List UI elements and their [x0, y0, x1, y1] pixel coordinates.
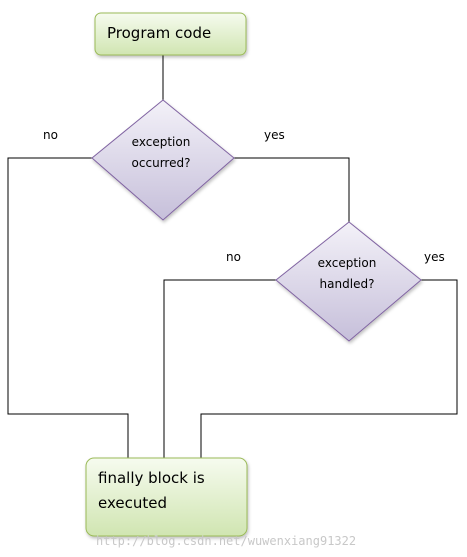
exception-handled-line-2: handled? — [320, 277, 375, 291]
finally-block-box — [85, 457, 248, 537]
finally-block-line-2: executed — [98, 494, 167, 512]
exception-occurred-diamond — [91, 99, 235, 221]
edge-label-occurred-no: no — [43, 128, 58, 142]
exception-handled-diamond — [275, 221, 422, 342]
edge-label-handled-no: no — [226, 250, 241, 264]
finally-block-node: finally block is executed — [85, 457, 248, 537]
exception-handled-node: exception handled? — [275, 221, 422, 342]
program-code-box — [94, 12, 247, 56]
edge-label-handled-yes: yes — [424, 250, 445, 264]
program-code-label: Program code — [107, 24, 211, 42]
exception-handled-line-1: exception — [318, 256, 377, 270]
connectors — [7, 55, 458, 458]
edge-label-occurred-yes: yes — [264, 128, 285, 142]
connector-handled-no — [163, 279, 276, 458]
connector-handled-yes — [200, 279, 458, 458]
exception-occurred-line-1: exception — [132, 135, 191, 149]
watermark-text: http://blog.csdn.net/wuwenxiang91322 — [96, 534, 356, 548]
connector-occurred-yes — [234, 157, 350, 222]
exception-occurred-node: exception occurred? — [91, 99, 235, 221]
program-code-node: Program code — [94, 12, 247, 56]
exception-occurred-line-2: occurred? — [132, 156, 191, 170]
finally-block-line-1: finally block is — [98, 469, 205, 487]
connector-occurred-no — [7, 157, 129, 458]
